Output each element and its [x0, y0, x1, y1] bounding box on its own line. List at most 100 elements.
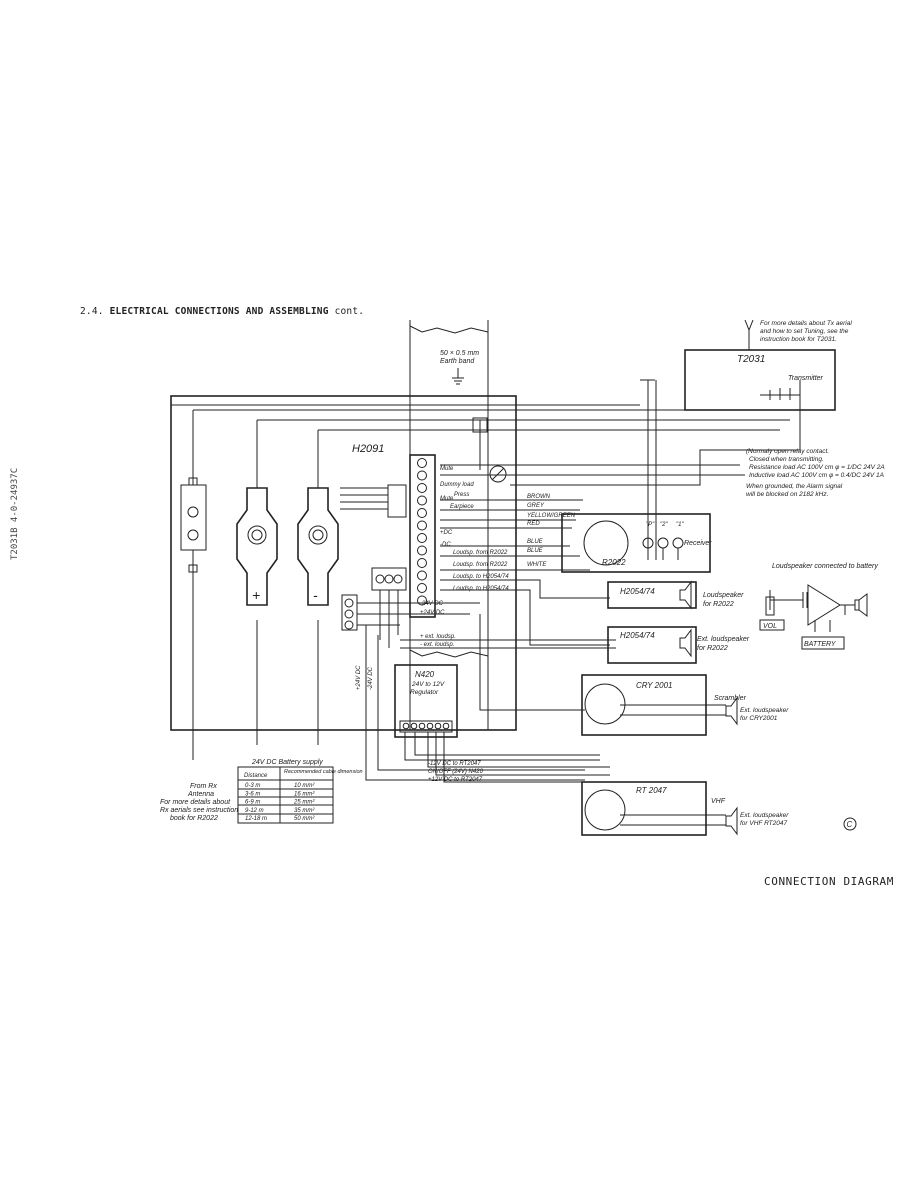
n420-pin	[426, 722, 434, 730]
svg-text:BLUE: BLUE	[527, 548, 544, 554]
svg-text:+ ext. loudsp.: + ext. loudsp.	[420, 634, 456, 640]
n420-pin	[442, 722, 450, 730]
earth-band-wall	[409, 320, 489, 730]
terminal-screw	[417, 458, 427, 468]
supply-distance: 6-9 m	[245, 800, 260, 806]
section-title: ELECTRICAL CONNECTIONS AND ASSEMBLING	[109, 306, 329, 317]
svg-text:and how to set Tuning, see the: and how to set Tuning, see the	[760, 328, 849, 335]
svg-text:VHF: VHF	[711, 798, 726, 805]
battery-terminal-negative	[297, 487, 339, 606]
svg-text:Mute: Mute	[440, 466, 454, 472]
svg-text:When grounded, the Alarm sign: When grounded, the Alarm signal	[746, 483, 843, 490]
receiver-id: R2022	[602, 558, 626, 567]
svg-text:Antenna: Antenna	[187, 791, 214, 798]
terminal-screw	[417, 470, 427, 481]
transmitter-label: Transmitter	[788, 375, 824, 382]
terminal-strip	[409, 454, 436, 618]
svg-text:for R2022: for R2022	[703, 601, 734, 608]
section-number: 2.4.	[80, 306, 104, 317]
svg-text:+24V DC: +24V DC	[356, 665, 362, 690]
svg-text:Dummy load: Dummy load	[440, 482, 474, 488]
svg-text:+12V DC to RT2047: +12V DC to RT2047	[428, 777, 483, 783]
speaker2-box	[607, 626, 697, 664]
rt2047-box	[581, 781, 707, 836]
terminal-screw	[417, 570, 427, 581]
svg-text:-24V DC: -24V DC	[420, 601, 444, 607]
svg-text:"P": "P"	[646, 522, 655, 528]
svg-text:Press: Press	[454, 492, 469, 498]
terminal-screw	[417, 595, 427, 606]
svg-text:Ext. loudspeaker: Ext. loudspeaker	[740, 812, 789, 819]
svg-text:Distance: Distance	[244, 773, 268, 779]
terminal-block-left	[341, 594, 358, 631]
transmitter-id: T2031	[737, 354, 765, 365]
svg-text:Resistance load AC 100V cm φ: Resistance load AC 100V cm φ = 1/DC 24V …	[749, 464, 885, 471]
ground-icon	[452, 368, 464, 385]
supply-dimension: 35 mm²	[294, 808, 315, 814]
svg-text:Ext. loudspeaker: Ext. loudspeaker	[740, 707, 789, 714]
receiver-connector	[583, 520, 629, 566]
svg-text:for R2022: for R2022	[697, 645, 728, 652]
rt-speaker-icon	[725, 806, 738, 836]
supply-distance: 12-18 m	[245, 816, 267, 822]
svg-text:"2": "2"	[660, 522, 668, 528]
speaker2-id: H2054/74	[620, 631, 655, 640]
rt2047-id: RT 2047	[636, 786, 667, 795]
svg-text:For more details about: For more details about	[160, 799, 231, 806]
cry2001-id: CRY 2001	[636, 681, 672, 690]
svg-text:ON/OFF (24V) N420: ON/OFF (24V) N420	[428, 769, 484, 775]
svg-text:-12V DC to RT2047: -12V DC to RT2047	[428, 761, 481, 767]
svg-text:-24V DC: -24V DC	[368, 666, 374, 690]
svg-text:Ext. loudspeaker: Ext. loudspeaker	[697, 636, 750, 643]
svg-text:+DC: +DC	[440, 530, 453, 536]
speaker1-icon	[679, 580, 692, 610]
potentiometer	[489, 465, 507, 483]
n420-pin	[418, 722, 426, 730]
battery-supply-table	[237, 766, 334, 824]
n420-pin	[402, 722, 410, 730]
svg-text:Mute: Mute	[440, 496, 454, 502]
svg-text:Scrambler: Scrambler	[714, 695, 747, 702]
svg-text:-DC: -DC	[440, 542, 451, 548]
battery-box	[801, 636, 845, 650]
svg-text:BROWN: BROWN	[527, 494, 551, 500]
supply-dimension: 25 mm²	[293, 800, 315, 806]
battery-supply-title: 24V DC Battery supply	[251, 759, 323, 766]
svg-text:Loudsp. to H2054/74: Loudsp. to H2054/74	[453, 574, 509, 580]
svg-text:Loudsp. to H2054/74: Loudsp. to H2054/74	[453, 586, 509, 592]
n420-box	[394, 664, 458, 738]
minus-sign: -	[313, 587, 318, 603]
n420-id: N420	[415, 670, 435, 679]
terminal-screw	[417, 545, 427, 556]
svg-text:From Rx: From Rx	[190, 783, 217, 790]
terminal-screw	[417, 558, 427, 568]
svg-text:Recommended cable dimension: Recommended cable dimension	[284, 769, 363, 775]
svg-text:RED: RED	[527, 521, 540, 527]
dummy-load-plug	[387, 484, 407, 518]
svg-text:book for R2022: book for R2022	[170, 815, 218, 822]
terminal-screw	[417, 533, 427, 543]
svg-text:For more details about Tx aeri: For more details about Tx aerial	[760, 320, 852, 327]
supply-dimension: 16 mm²	[294, 791, 315, 797]
svg-text:for VHF RT2047: for VHF RT2047	[740, 820, 787, 827]
tx-antenna-icon	[744, 319, 754, 350]
svg-text:BLUE: BLUE	[527, 539, 544, 545]
supply-distance: 9-12 m	[245, 808, 264, 814]
terminal-screw	[417, 520, 427, 531]
supply-dimension: 50 mm²	[294, 816, 315, 822]
plus-sign: +	[252, 587, 260, 603]
svg-text:WHITE: WHITE	[527, 562, 547, 568]
earth-band-label: Earth band	[440, 358, 475, 365]
speaker1-id: H2054/74	[620, 587, 655, 596]
svg-text:for CRY2001: for CRY2001	[740, 715, 778, 722]
terminal-screw	[417, 495, 427, 506]
battery-label: BATTERY	[804, 641, 837, 648]
svg-text:Regulator: Regulator	[410, 689, 439, 696]
svg-text:+24V DC: +24V DC	[420, 610, 445, 616]
diagram-title: CONNECTION DIAGRAM	[764, 875, 895, 888]
speaker2-icon	[679, 628, 692, 658]
svg-text:Loudsp. from R2022: Loudsp. from R2022	[453, 562, 508, 568]
earth-band-size: 50 × 0.5 mm	[440, 350, 479, 357]
copyright-symbol	[843, 817, 857, 831]
